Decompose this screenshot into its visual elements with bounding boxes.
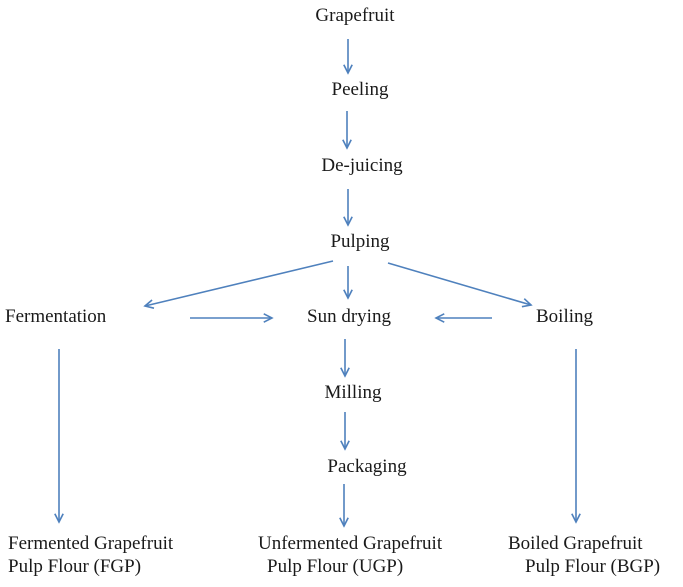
node-packaging: Packaging bbox=[327, 456, 407, 477]
node-dejuicing: De-juicing bbox=[321, 155, 403, 176]
ugp-line2: Pulp Flour (UGP) bbox=[267, 556, 404, 577]
bgp-line1: Boiled Grapefruit bbox=[508, 533, 643, 554]
node-peeling: Peeling bbox=[331, 79, 389, 100]
fgp-line1: Fermented Grapefruit bbox=[8, 533, 174, 554]
node-fermentation: Fermentation bbox=[5, 306, 107, 327]
node-grapefruit: Grapefruit bbox=[315, 5, 395, 26]
arrow-pulping-to-fermentation bbox=[145, 260, 334, 306]
ugp-line1: Unfermented Grapefruit bbox=[258, 533, 443, 554]
node-ugp-output: Unfermented Grapefruit Pulp Flour (UGP) bbox=[258, 532, 442, 578]
node-milling: Milling bbox=[324, 382, 382, 403]
node-fgp-output: Fermented Grapefruit Pulp Flour (FGP) bbox=[8, 532, 173, 578]
fgp-line2: Pulp Flour (FGP) bbox=[8, 556, 142, 577]
bgp-line2: Pulp Flour (BGP) bbox=[525, 556, 661, 577]
node-sun-drying: Sun drying bbox=[307, 306, 391, 327]
node-boiling: Boiling bbox=[536, 306, 594, 327]
arrow-pulping-to-boiling bbox=[387, 262, 531, 305]
node-pulping: Pulping bbox=[330, 231, 390, 252]
node-bgp-output: Boiled Grapefruit Pulp Flour (BGP) bbox=[508, 532, 660, 578]
